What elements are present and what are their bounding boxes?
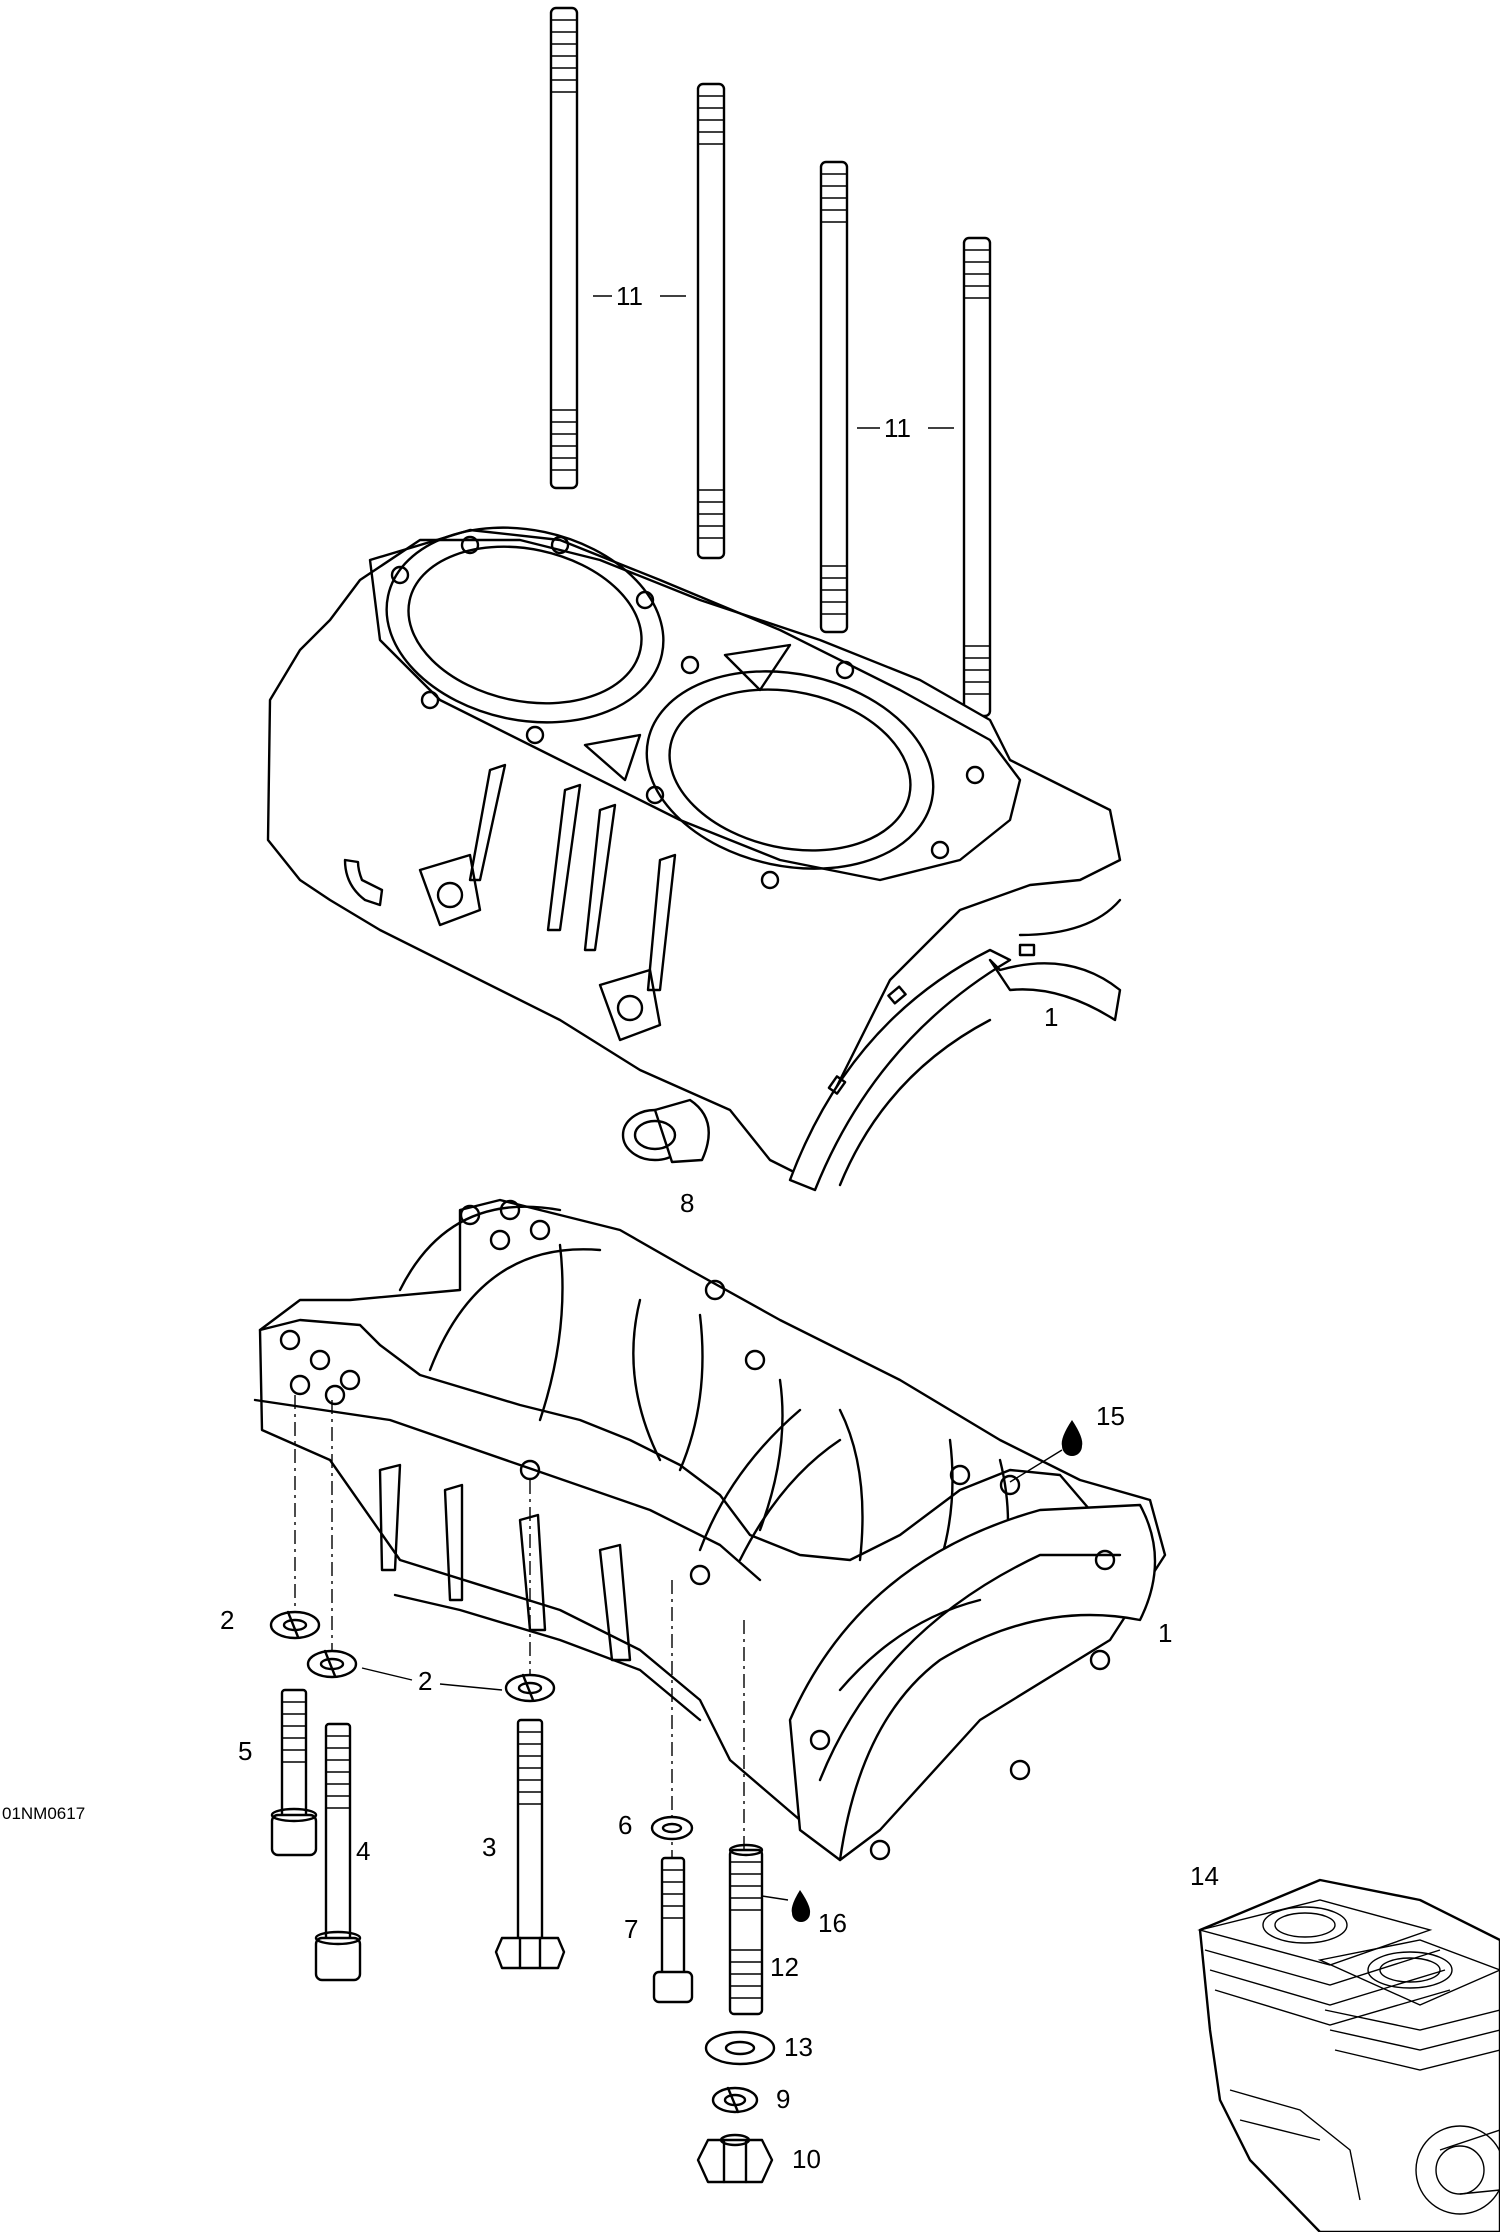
upper-bolt-holes bbox=[390, 535, 985, 890]
upper-crankcase bbox=[266, 526, 1122, 1192]
stud-12 bbox=[728, 1843, 764, 2016]
plug-8 bbox=[621, 1098, 710, 1164]
lock-washer-6 bbox=[650, 1815, 694, 1841]
upper-fins bbox=[468, 763, 677, 992]
socket-bolt-4 bbox=[314, 1722, 362, 1982]
callout-14: 14 bbox=[1190, 1861, 1219, 1891]
callout-1-upper: 1 bbox=[1044, 1002, 1058, 1032]
callout-12: 12 bbox=[770, 1952, 799, 1982]
stud bbox=[819, 160, 849, 634]
callout-2b: 2 bbox=[418, 1666, 432, 1696]
lower-crankcase bbox=[253, 1198, 1167, 1862]
lock-washer-2 bbox=[306, 1649, 358, 1679]
callout-11a: 11 bbox=[616, 281, 643, 311]
leader-15 bbox=[1009, 1449, 1063, 1483]
lock-washer-2 bbox=[504, 1673, 556, 1703]
socket-bolt-7 bbox=[652, 1856, 694, 2004]
leader-2 bbox=[361, 1667, 413, 1681]
callout-3: 3 bbox=[482, 1832, 496, 1862]
callout-15: 15 bbox=[1096, 1401, 1125, 1431]
stud bbox=[696, 82, 726, 560]
socket-bolt-5 bbox=[270, 1688, 318, 1857]
callout-11b: 11 bbox=[884, 413, 911, 443]
leader-lines-11 bbox=[593, 295, 954, 429]
sealant-drop-icon bbox=[791, 1890, 811, 1922]
oil-drop-icon bbox=[1061, 1420, 1083, 1456]
flat-washer-13 bbox=[704, 2030, 776, 2066]
callout-16: 16 bbox=[818, 1908, 847, 1938]
lower-fins bbox=[378, 1463, 632, 1662]
callout-6: 6 bbox=[618, 1810, 632, 1840]
callout-10: 10 bbox=[792, 2144, 821, 2174]
callout-4: 4 bbox=[356, 1836, 370, 1866]
callout-1-lower: 1 bbox=[1158, 1618, 1172, 1648]
stud bbox=[962, 236, 992, 718]
bearing-notches bbox=[827, 943, 1036, 1095]
hex-nut-10 bbox=[696, 2133, 774, 2184]
callout-9: 9 bbox=[776, 2084, 790, 2114]
lock-washer-2 bbox=[269, 1610, 321, 1640]
leader-2 bbox=[439, 1683, 503, 1691]
stud bbox=[549, 6, 579, 490]
callout-2a: 2 bbox=[220, 1605, 234, 1635]
alignment-lines bbox=[294, 1395, 745, 2000]
callout-5: 5 bbox=[238, 1736, 252, 1766]
callout-13: 13 bbox=[784, 2032, 813, 2062]
engine-assembly-14 bbox=[1197, 1878, 1500, 2232]
hex-bolt-3 bbox=[494, 1718, 566, 1970]
lock-washer-9 bbox=[711, 2086, 759, 2114]
leader-16 bbox=[761, 1895, 789, 1901]
figure-code: 01NM0617 bbox=[2, 1804, 85, 1823]
callout-8: 8 bbox=[680, 1188, 694, 1218]
callout-7: 7 bbox=[624, 1914, 638, 1944]
lower-bolt-holes bbox=[279, 1199, 1116, 1861]
